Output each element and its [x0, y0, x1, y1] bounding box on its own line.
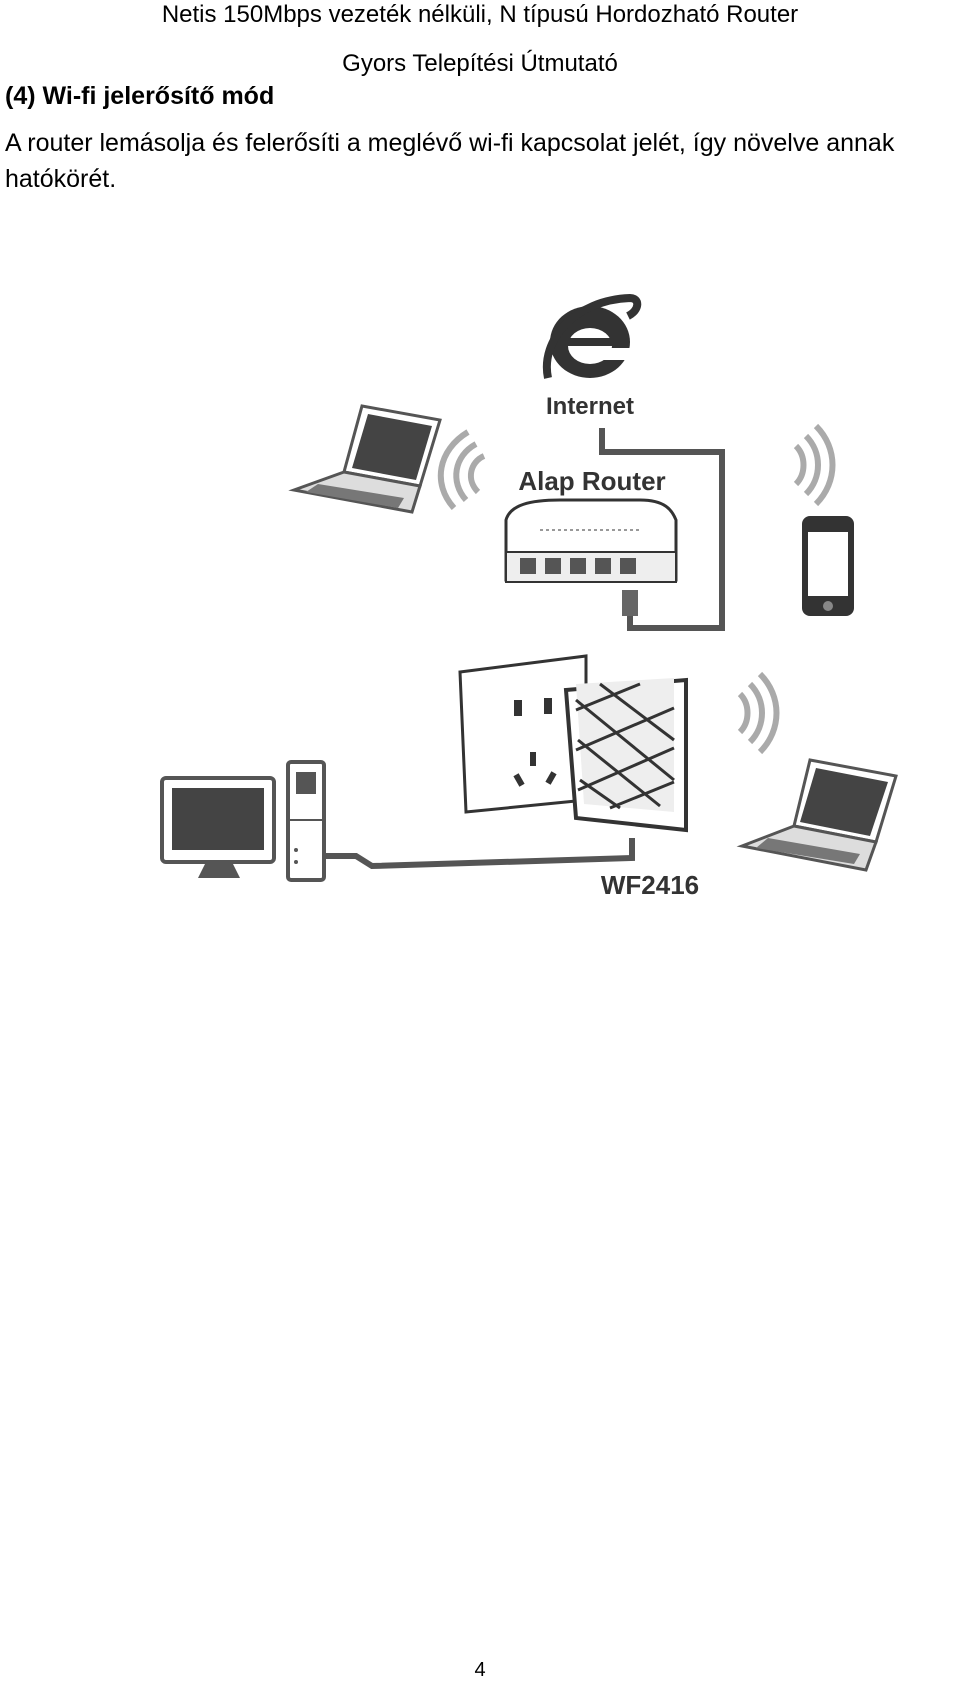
section-body: A router lemásolja és felerősíti a meglé…	[5, 129, 895, 193]
header-subtitle: Gyors Telepítési Útmutató	[342, 50, 618, 77]
page-number: 4	[474, 1659, 486, 1681]
internet-label: Internet	[546, 393, 634, 420]
internet-cable	[599, 428, 725, 631]
wf2416-device	[563, 677, 688, 833]
wifi-waves-icon	[437, 429, 486, 511]
smartphone-icon	[802, 516, 854, 616]
laptop-icon	[288, 404, 442, 514]
cable-plug	[622, 590, 638, 616]
desktop-computer-icon	[160, 760, 326, 882]
section-title: (4) Wi-fi jelerősítő mód	[5, 82, 275, 110]
internet-explorer-icon	[542, 293, 642, 379]
device-label: WF2416	[601, 870, 699, 900]
router-label: Alap Router	[518, 466, 665, 496]
laptop-icon	[736, 758, 898, 872]
network-diagram: Internet Alap Router	[160, 293, 898, 900]
ethernet-cable	[322, 838, 635, 870]
wifi-waves-icon	[737, 671, 780, 755]
wifi-waves-icon	[793, 423, 836, 507]
header-title: Netis 150Mbps vezeték nélküli, N típusú …	[161, 1, 799, 28]
router-icon	[504, 498, 678, 583]
wall-socket-icon	[458, 654, 588, 814]
